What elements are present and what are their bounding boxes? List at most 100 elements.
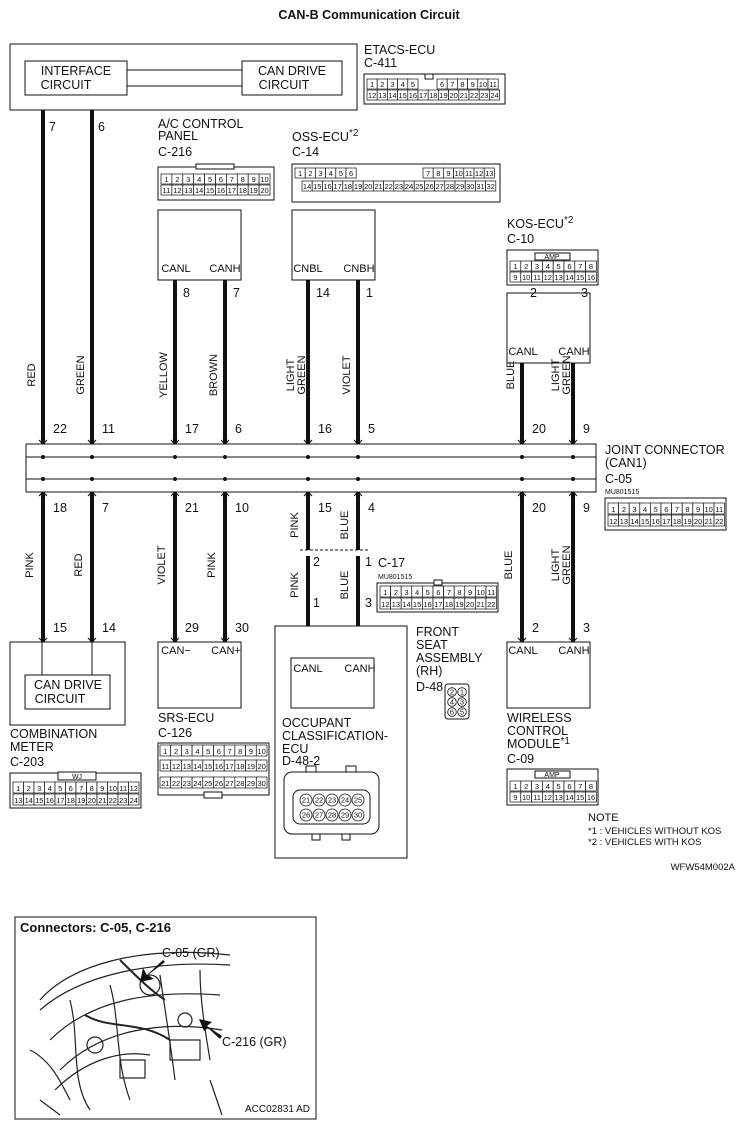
etacs-pin-number: 7 xyxy=(450,80,454,89)
etacs-pin-number: 9 xyxy=(471,80,475,89)
seat-pin-cell xyxy=(457,687,467,697)
end-pin-number: 14 xyxy=(102,621,116,635)
wire-color-label: VIOLET xyxy=(341,355,353,394)
joint-pin-number: 21 xyxy=(705,517,713,526)
meter-pin-cell xyxy=(128,793,140,806)
joint-pin-top: 17 xyxy=(185,422,199,436)
wireless-pin-number: 3 xyxy=(535,782,539,791)
joint-pin-number: 16 xyxy=(652,517,660,526)
joint-pin-top: 16 xyxy=(318,422,332,436)
etacs-pin-number: 23 xyxy=(480,91,488,100)
meter-pin-number: 7 xyxy=(79,784,83,793)
oss-pin-number: 2 xyxy=(308,169,312,178)
c17-pin-number: 16 xyxy=(424,600,432,609)
c17-pin-number: 20 xyxy=(466,600,474,609)
ac-panel-pin-number: 1 xyxy=(164,175,168,184)
wireless-pin-number: 12 xyxy=(544,793,552,802)
pin-arrow xyxy=(87,491,97,497)
ac-panel-pin-number: 3 xyxy=(186,175,190,184)
meter-pin-number: 4 xyxy=(48,784,52,793)
meter-pin-number: 10 xyxy=(109,784,117,793)
inset-title: Connectors: C-05, C-216 xyxy=(20,920,171,935)
oss-pin-number: 17 xyxy=(334,182,342,191)
wireless-pin-number: 8 xyxy=(589,782,593,791)
etacs-pin-number: 24 xyxy=(490,91,498,100)
meter-pin-number: 23 xyxy=(119,796,127,805)
joint-pin-number: 19 xyxy=(683,517,691,526)
c17-pin-number: 2 xyxy=(313,555,320,569)
c17-pin-number: 1 xyxy=(365,555,372,569)
c17-pin-number: 6 xyxy=(436,588,440,597)
wire-color-label: PINK xyxy=(289,512,301,538)
oss-pin-number: 27 xyxy=(436,182,444,191)
wireless-pin-cell xyxy=(585,791,597,803)
ac-panel-pin-number: 17 xyxy=(228,186,236,195)
bus-dot xyxy=(356,477,360,481)
wire-color-label: BLUE xyxy=(339,571,351,600)
ac-panel-pin-number: 19 xyxy=(249,186,257,195)
occupant-canl: CANL xyxy=(293,663,322,675)
oss-ecu-name: OSS-ECU*2 xyxy=(292,128,359,144)
pin-arrow xyxy=(170,439,180,445)
c17-pin-number: 3 xyxy=(365,596,372,610)
occupant-connector-id: D-48-2 xyxy=(282,754,320,768)
oss-pin-number: 24 xyxy=(405,182,413,191)
pin-arrow xyxy=(568,439,578,445)
bus-dot xyxy=(41,477,45,481)
seat-pin-number: 3 xyxy=(460,698,464,707)
etacs-ecu-block: INTERFACE CIRCUIT CAN DRIVE CIRCUIT xyxy=(9,43,358,111)
oss-pin-cell xyxy=(483,167,495,179)
wire-color-label: GREEN xyxy=(561,545,573,584)
joint-pin-top: 6 xyxy=(235,422,242,436)
wire-color-label: LIGHT xyxy=(550,549,562,582)
c17-pin-number: 8 xyxy=(457,588,461,597)
bus-dot xyxy=(571,455,575,459)
srs-pin-number: 17 xyxy=(225,762,233,771)
srs-pin-number: 5 xyxy=(206,747,210,756)
bus-dot xyxy=(306,477,310,481)
meter-can-drive-label-2: CIRCUIT xyxy=(35,692,86,706)
oss-connector-id: C-14 xyxy=(292,145,319,159)
oss-pin-number: 19 xyxy=(354,182,362,191)
kos-ecu-name: KOS-ECU*2 xyxy=(507,215,574,231)
end-pin-number: 15 xyxy=(53,621,67,635)
oss-canl: CNBL xyxy=(293,263,322,275)
oss-pin-number: 25 xyxy=(415,182,423,191)
seat-pin-cell xyxy=(457,697,467,707)
srs-pin-number: 13 xyxy=(183,762,191,771)
seat-pin-number: 6 xyxy=(450,708,454,717)
srs-pin-number: 7 xyxy=(227,747,231,756)
etacs-ecu-name: ETACS-ECU xyxy=(364,43,435,57)
joint-pin-number: 14 xyxy=(630,517,638,526)
srs-pin-number: 23 xyxy=(183,779,191,788)
c17-pin-number: 1 xyxy=(313,596,320,610)
joint-pin-bottom: 7 xyxy=(102,501,109,515)
wireless-name-3: MODULE*1 xyxy=(507,736,570,751)
oss-pin-number: 3 xyxy=(318,169,322,178)
c17-pin-number: 13 xyxy=(392,600,400,609)
etacs-pin-number: 14 xyxy=(388,91,396,100)
arrow-c05 xyxy=(140,960,165,982)
c17-pin-number: 12 xyxy=(381,600,389,609)
etacs-pin-number: 12 xyxy=(368,91,376,100)
ac-panel-pin-number: 5 xyxy=(208,175,212,184)
etacs-pin-number: 3 xyxy=(390,80,394,89)
srs-pin-number: 27 xyxy=(225,779,233,788)
seat-pin-cell xyxy=(447,707,457,717)
oss-pin-number: 13 xyxy=(485,169,493,178)
joint-connector-name-1: JOINT CONNECTOR xyxy=(605,443,725,457)
inset-code: ACC02831 AD xyxy=(245,1104,310,1115)
meter-pin-number: 16 xyxy=(46,796,54,805)
ecu-pin-number: 7 xyxy=(233,286,240,300)
c17-pin-number: 22 xyxy=(487,600,495,609)
etacs-pin-number: 18 xyxy=(429,91,437,100)
srs-pin-number: 9 xyxy=(249,747,253,756)
srs-pin-number: 12 xyxy=(172,762,180,771)
etacs-pin-number: 17 xyxy=(419,91,427,100)
c17-pin-number: 15 xyxy=(413,600,421,609)
occupant-pin-cell xyxy=(325,793,339,807)
ac-panel-pin-number: 8 xyxy=(241,175,245,184)
oss-pin-number: 26 xyxy=(425,182,433,191)
meter-pin-number: 24 xyxy=(130,796,138,805)
